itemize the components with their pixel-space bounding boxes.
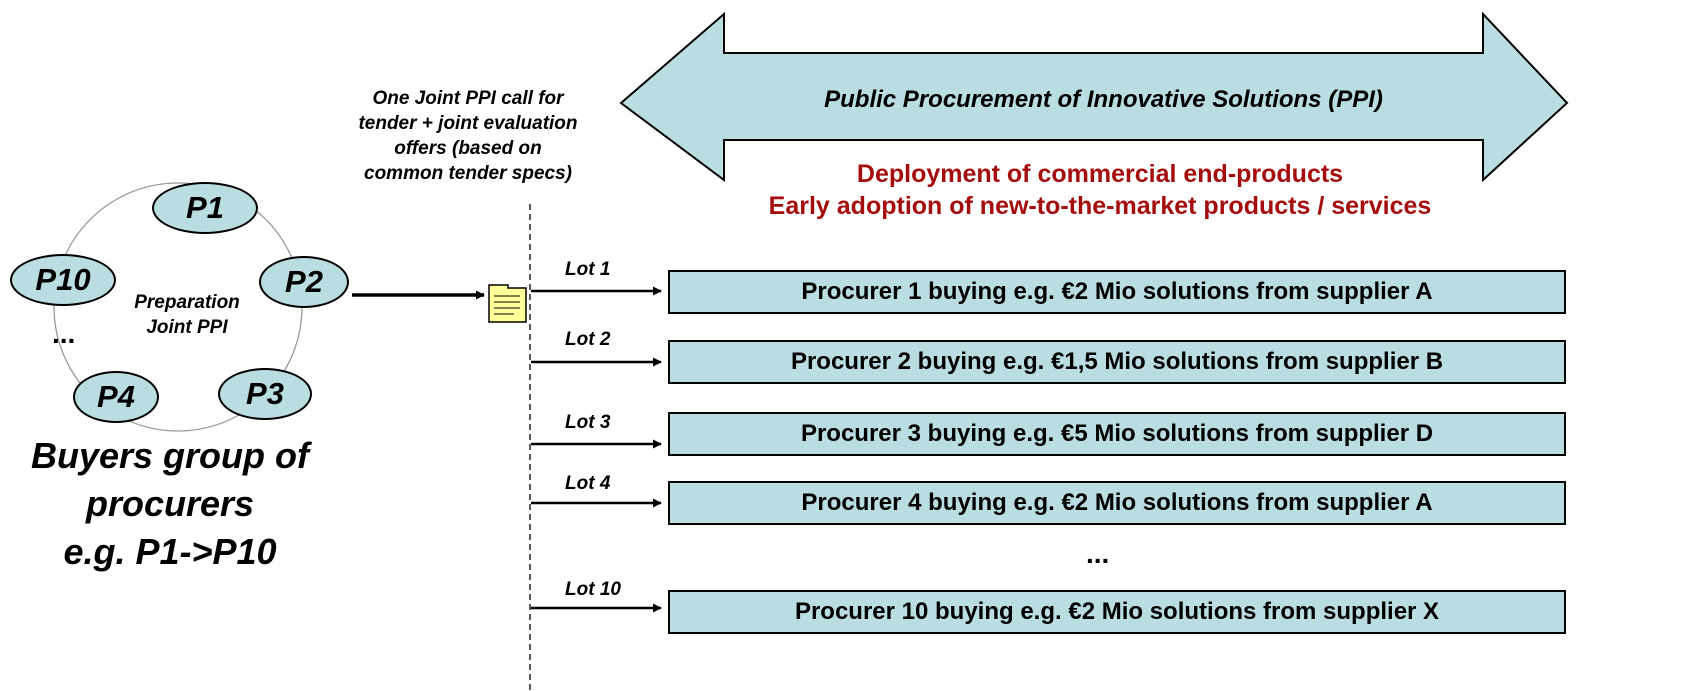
joint-call-line-3: offers (based on: [394, 138, 542, 159]
preparation-joint-ppi-label: Preparation Joint PPI: [112, 290, 262, 340]
joint-call-line-1: One Joint PPI call for: [372, 88, 564, 109]
ppi-early-adoption-text: Early adoption of new-to-the-market prod…: [768, 192, 1432, 220]
ppi-double-arrow: [619, 11, 1569, 183]
lot-1-label: Lot 1: [565, 259, 611, 280]
joint-call-line-4: common tender specs): [364, 163, 572, 184]
lot-4-box: Procurer 4 buying e.g. €2 Mio solutions …: [668, 481, 1566, 525]
buyers-group-line-3: e.g. P1->P10: [63, 531, 277, 572]
joint-call-text: One Joint PPI call for tender + joint ev…: [318, 86, 618, 186]
buyers-group-line-2: procurers: [85, 483, 255, 524]
lot-4-label: Lot 4: [565, 473, 611, 494]
joint-call-line-2: tender + joint evaluation: [358, 113, 578, 134]
lots-ellipsis: ...: [1086, 538, 1110, 569]
procurer-node-p1: P1: [152, 182, 258, 234]
procurer-ellipsis: ...: [52, 318, 76, 349]
ppi-deployment-text: Deployment of commercial end-products: [856, 160, 1344, 188]
lot-1-box: Procurer 1 buying e.g. €2 Mio solutions …: [668, 270, 1566, 314]
lot-10-box: Procurer 10 buying e.g. €2 Mio solutions…: [668, 590, 1566, 634]
ppi-title: Public Procurement of Innovative Solutio…: [824, 86, 1383, 113]
preparation-line-2: Joint PPI: [146, 317, 228, 338]
lot-10-label: Lot 10: [565, 579, 621, 600]
procurer-node-p4: P4: [73, 371, 159, 423]
lot-2-box: Procurer 2 buying e.g. €1,5 Mio solution…: [668, 340, 1566, 384]
lot-3-label: Lot 3: [565, 412, 611, 433]
buyers-group-label: Buyers group of procurers e.g. P1->P10: [0, 432, 340, 576]
lot-2-label: Lot 2: [565, 329, 611, 350]
procurer-node-p3: P3: [218, 368, 312, 420]
document-icon: [488, 284, 527, 323]
buyers-group-line-1: Buyers group of: [30, 435, 309, 476]
procurer-node-p10: P10: [10, 254, 116, 306]
procurer-node-p2: P2: [259, 256, 349, 308]
lot-3-box: Procurer 3 buying e.g. €5 Mio solutions …: [668, 412, 1566, 456]
preparation-line-1: Preparation: [134, 292, 240, 313]
